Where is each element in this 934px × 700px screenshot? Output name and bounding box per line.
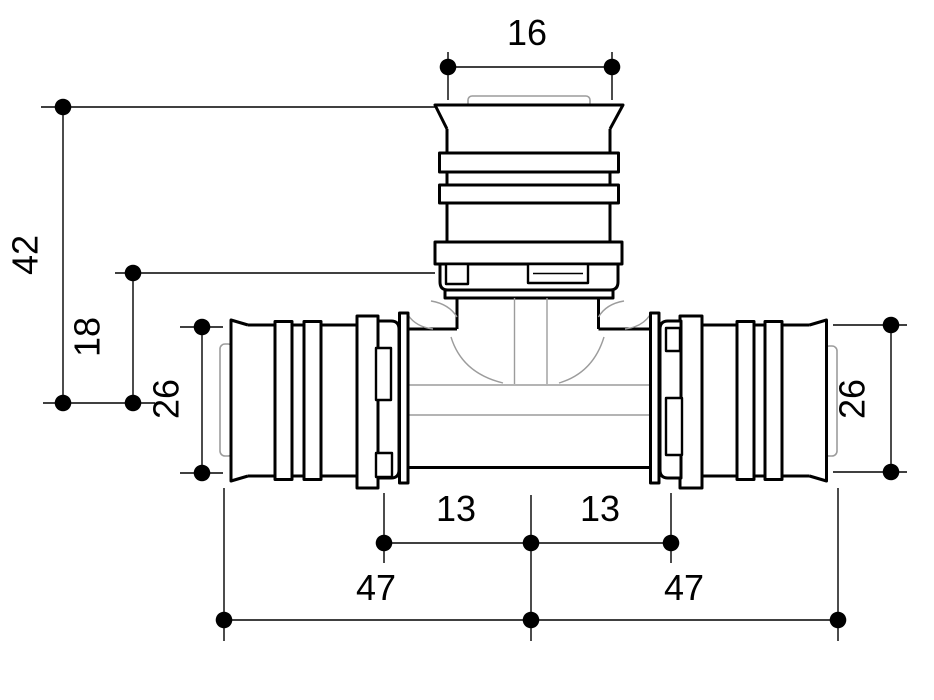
- right-collar-window-small: [664, 326, 682, 353]
- right-press-ring-2: [763, 320, 784, 481]
- top-collar-upper: [433, 240, 624, 266]
- dimension-dot: [215, 611, 233, 629]
- left-press-ring-2: [302, 320, 323, 481]
- left-collar-window-small: [374, 451, 394, 479]
- dimension-dot: [54, 394, 72, 412]
- dimension-dot: [829, 611, 847, 629]
- dimension-dot: [375, 534, 393, 552]
- top-flange-plate: [443, 288, 615, 300]
- top-press-ring-2: [438, 183, 620, 205]
- shoulder-fillet-left: [407, 314, 434, 330]
- dimension-dot: [882, 316, 900, 334]
- dim-label-total-height: 42: [5, 235, 46, 275]
- dim-label-right-offset: 13: [580, 488, 620, 529]
- dim-label-left-od: 26: [146, 379, 187, 419]
- right-flare-outline: [809, 318, 828, 483]
- left-flare-outline: [229, 318, 249, 483]
- bore-fillet-arc-left: [450, 336, 504, 384]
- dim-branch-height: 18: [67, 264, 435, 412]
- dim-top-width: 16: [439, 12, 621, 100]
- top-flare-outline: [433, 103, 625, 130]
- right-press-ring-1: [735, 320, 756, 481]
- dimension-dot: [193, 318, 211, 336]
- right-outlet: [658, 314, 828, 490]
- dim-end-spans: 47 47: [215, 488, 847, 641]
- shoulder-fillet-right: [624, 314, 651, 330]
- top-collar-window-small: [444, 262, 470, 286]
- dim-label-right-span: 47: [664, 567, 704, 608]
- dimension-dot: [522, 611, 540, 629]
- root-fillet-right: [597, 300, 625, 318]
- left-outlet: [229, 314, 401, 490]
- dim-center-offsets: 13 13: [375, 488, 680, 641]
- dimension-dot: [522, 534, 540, 552]
- right-collar-outer: [678, 314, 704, 490]
- dim-right-od: 26: [832, 316, 907, 481]
- left-flare-fill: [231, 320, 248, 481]
- dimension-dot: [124, 264, 142, 282]
- dimension-dot: [193, 464, 211, 482]
- dim-label-left-span: 47: [356, 567, 396, 608]
- top-press-ring-1: [438, 151, 620, 174]
- bore-fillet-arc-right: [558, 336, 605, 384]
- left-collar-window-tall: [374, 346, 393, 402]
- dim-left-od: 26: [146, 318, 223, 482]
- dim-label-right-od: 26: [832, 379, 873, 419]
- tee-body: [398, 298, 661, 485]
- dimension-dot: [54, 98, 72, 116]
- top-branch-outlet: [433, 103, 625, 329]
- dimension-dot: [603, 58, 621, 76]
- right-collar-window-tall: [664, 396, 684, 457]
- dim-label-top-width: 16: [507, 12, 547, 53]
- left-press-ring-1: [273, 320, 294, 481]
- root-fillet-left: [430, 300, 458, 318]
- dimension-dot: [439, 58, 457, 76]
- dim-label-branch-height: 18: [67, 317, 108, 357]
- dimension-dot: [124, 394, 142, 412]
- dimension-dot: [882, 463, 900, 481]
- left-flange-bar: [398, 311, 410, 485]
- right-flange-bar: [649, 311, 661, 485]
- top-flare-fill: [435, 105, 623, 129]
- right-flare-fill: [809, 320, 827, 481]
- dimension-dot: [662, 534, 680, 552]
- dim-label-left-offset: 13: [436, 488, 476, 529]
